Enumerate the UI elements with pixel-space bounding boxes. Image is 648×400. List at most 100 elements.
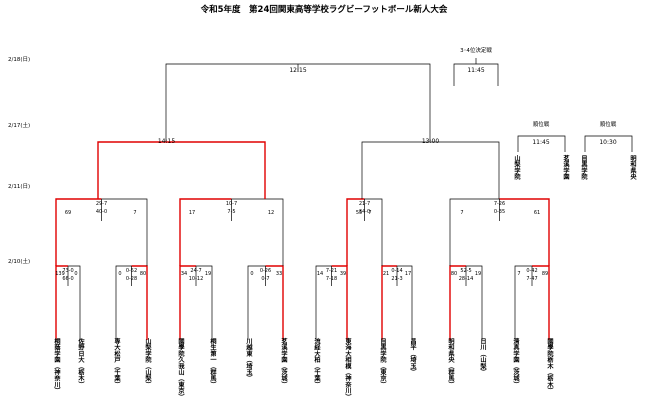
first-round-line [115,265,132,340]
team-name: 茗溪学園（茨城） [279,338,287,388]
half-score: 29-7 [96,201,107,207]
half-score: 24-7 [190,268,201,274]
team-name: 流経大柏（千葉） [312,338,320,388]
team-prefecture: （神奈川） [53,362,60,394]
total-score: 12 [268,210,274,216]
half-score: 34-0 [359,209,370,215]
half-score: 7-5 [227,209,235,215]
rank-match-line [517,135,566,152]
total-score: 33 [276,271,282,277]
team-name: 東海大相模（神奈川） [343,338,351,400]
date-label: 2/10(土) [8,257,30,265]
team-prefecture: （群馬） [447,362,454,388]
first-round-line [514,265,532,340]
total-score: 7 [368,210,371,216]
half-score: 0-42 [526,268,537,274]
team-prefecture: （千葉） [113,362,120,388]
half-score: 10-7 [226,201,237,207]
match-time: 11:45 [467,67,484,74]
bracket-lines [55,58,633,340]
date-label: 2/18(日) [8,56,30,63]
half-score: 0-26 [260,268,271,274]
rank-team-name: 茗溪学園 [562,155,569,180]
total-score: 17 [405,271,411,277]
team-name: 桐生第一（群馬） [208,338,216,388]
total-score: 61 [534,210,540,216]
total-score: 14 [317,271,323,277]
first-round-line [68,265,81,340]
team-name: 明和県央（群馬） [446,338,454,388]
total-score: 7 [517,271,520,277]
third-place-label: 3･4位決定戦 [460,46,492,54]
half-score: 7-18 [326,276,337,282]
half-score: 52-5 [460,268,471,274]
team-prefecture: （栃木） [546,369,553,394]
rank-team-name: 明和県央 [629,155,636,180]
team-prefecture: （茨城） [280,362,287,388]
first-round-line [196,265,213,340]
half-score: 73-0 [62,268,73,274]
team-prefecture: （埼玉） [409,350,416,376]
first-round-line [466,265,483,340]
team-name: 山梨学院（山梨） [143,338,151,388]
team-school: 佐野日大 [77,338,84,363]
total-score: 0 [118,271,121,277]
semifinal-line [97,141,182,199]
team-prefecture: （栃木） [77,362,84,388]
team-name: 清真学園（茨城） [511,338,519,388]
team-school: 昌平 [409,338,416,351]
half-score: 28-14 [459,276,474,282]
half-score: 7-47 [526,276,537,282]
team-school: 清真学園 [512,338,519,363]
team-school: 桐蔭学園 [53,338,60,363]
team-name: 佐野日大（栃木） [76,338,84,388]
half-score: 7-26 [494,201,505,207]
team-school: 國學院栃木 [546,338,553,369]
half-score: 0-28 [126,276,137,282]
team-name: 國學院栃木（栃木） [545,338,553,394]
second-round-line [364,198,383,266]
second-round-line [499,198,550,266]
team-name: 専大松戸（千葉） [112,338,120,388]
team-prefecture: （神奈川） [344,369,351,400]
team-name: 目黒学院（東京） [378,338,386,388]
semifinal-line [430,141,500,199]
total-score: 69 [65,210,71,216]
final-line [298,63,431,142]
total-score: 55 [356,210,362,216]
team-school: 國學院久我山 [177,338,184,376]
rank-team-name: 山梨学院 [513,155,520,180]
match-time: 13:00 [422,138,439,145]
team-name: 昌平（埼玉） [408,338,416,375]
match-time: 14:15 [158,138,175,145]
second-round-line [346,198,365,266]
total-score: 89 [542,271,548,277]
team-prefecture: （埼玉） [245,356,252,382]
match-time: 11:45 [532,139,549,146]
team-school: 東海大相模 [344,338,351,369]
second-round-line [55,198,102,266]
team-school: 桐生第一 [209,338,216,363]
total-score: 0 [74,271,77,277]
second-round-line [101,198,148,266]
team-prefecture: （山梨） [144,362,151,388]
team-prefecture: （群馬） [209,362,216,388]
second-round-line [449,198,500,266]
total-score: 7 [460,210,463,216]
team-prefecture: （千葉） [313,362,320,388]
total-score: 34 [181,271,187,277]
team-school: 茗溪学園 [280,338,287,363]
total-score: 39 [340,271,346,277]
team-school: 山梨学院 [144,338,151,363]
rank-match-label: 順位戦 [600,120,617,128]
date-label: 2/17(土) [8,121,30,129]
half-score: 0-14 [391,268,402,274]
total-score: 0 [250,271,253,277]
team-prefecture: （山梨） [479,350,486,376]
team-prefecture: （東京） [379,362,386,388]
total-score: 7 [133,210,136,216]
half-score: 7-21 [326,268,337,274]
team-school: 明和県央 [447,338,454,363]
team-name: 川越東（埼玉） [244,338,252,381]
